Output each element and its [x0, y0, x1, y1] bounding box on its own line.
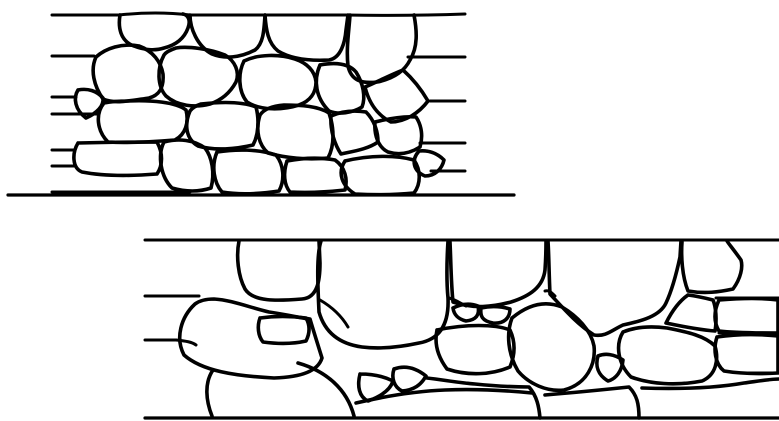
- grain: [318, 241, 448, 348]
- grain: [207, 363, 354, 416]
- grain: [180, 299, 322, 378]
- grain: [436, 326, 514, 374]
- grain: [190, 15, 265, 57]
- lower-left-lines: [145, 296, 199, 340]
- grain: [238, 241, 320, 300]
- grain: [715, 335, 778, 374]
- grain: [331, 111, 378, 154]
- grain: [597, 354, 623, 381]
- grain: [98, 101, 187, 143]
- upper-grains: [74, 14, 444, 195]
- grain: [214, 150, 283, 194]
- grain: [258, 317, 309, 344]
- grain: [285, 158, 347, 192]
- grain: [619, 327, 717, 384]
- lower-panel: [145, 240, 779, 418]
- grain: [548, 241, 681, 335]
- grain: [93, 45, 163, 102]
- grain: [316, 64, 363, 113]
- upper-panel: [8, 13, 514, 195]
- grain: [365, 70, 428, 122]
- grain: [240, 55, 316, 108]
- grain: [393, 367, 426, 391]
- grain: [427, 378, 540, 418]
- grain: [356, 390, 532, 403]
- grain: [265, 15, 348, 60]
- grain: [341, 156, 419, 194]
- grain: [509, 304, 595, 390]
- grain: [715, 299, 778, 334]
- upper-top-boundary: [52, 13, 465, 15]
- grain: [74, 142, 162, 175]
- grain-boundary: [176, 291, 555, 345]
- upper-left-lines: [52, 56, 190, 192]
- grain: [450, 241, 546, 307]
- grain: [258, 105, 333, 159]
- lower-grains: [176, 241, 779, 418]
- grain: [159, 47, 237, 106]
- grain: [161, 140, 213, 191]
- grain: [481, 307, 510, 324]
- grain: [682, 241, 742, 292]
- grain: [666, 295, 716, 331]
